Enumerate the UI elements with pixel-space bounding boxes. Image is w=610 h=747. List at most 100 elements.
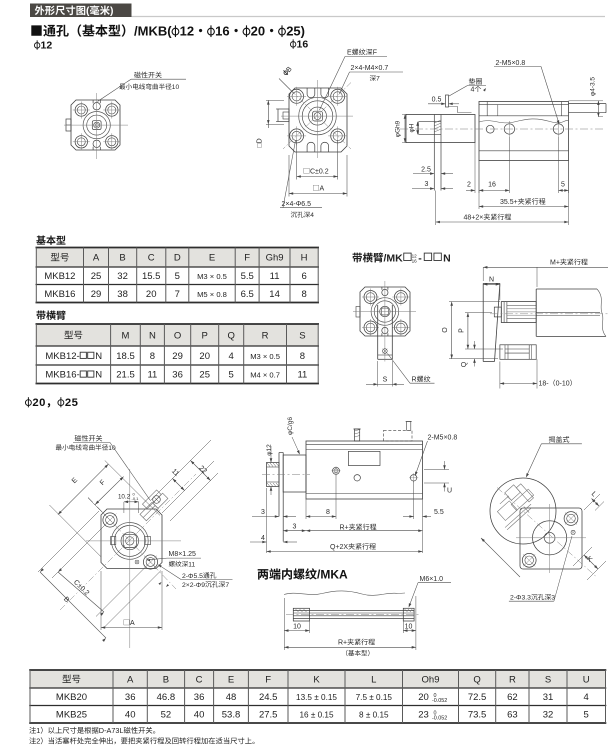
svg-text:22: 22 bbox=[197, 465, 208, 476]
svg-text:E: E bbox=[209, 253, 215, 264]
svg-text:M5 × 0.8: M5 × 0.8 bbox=[197, 290, 227, 299]
svg-text:46.8: 46.8 bbox=[157, 692, 176, 703]
svg-text:31: 31 bbox=[543, 692, 554, 703]
svg-text:M4 × 0.7: M4 × 0.7 bbox=[250, 371, 280, 380]
svg-text:10: 10 bbox=[405, 624, 413, 631]
svg-text:N: N bbox=[95, 351, 102, 362]
svg-text:24.5: 24.5 bbox=[259, 692, 278, 703]
svg-text:Gh9: Gh9 bbox=[266, 253, 284, 264]
svg-text:8: 8 bbox=[300, 351, 305, 362]
svg-text:U: U bbox=[583, 674, 590, 685]
svg-text:15.5: 15.5 bbox=[142, 271, 161, 282]
svg-text:11: 11 bbox=[297, 370, 307, 381]
svg-text:/MK: /MK bbox=[384, 253, 404, 265]
svg-text:36: 36 bbox=[172, 370, 183, 381]
svg-text:2×2-Φ9: 2×2-Φ9 bbox=[182, 582, 205, 589]
svg-text:73.5: 73.5 bbox=[468, 710, 487, 721]
svg-text:MKB12-: MKB12- bbox=[45, 351, 79, 362]
svg-text:-0.1: -0.1 bbox=[132, 496, 140, 501]
svg-text:11: 11 bbox=[188, 561, 195, 568]
svg-text:6.5: 6.5 bbox=[241, 289, 254, 300]
svg-text:MKB25: MKB25 bbox=[56, 710, 87, 721]
svg-text:4: 4 bbox=[471, 87, 475, 94]
svg-text:11: 11 bbox=[147, 370, 157, 381]
svg-text:P: P bbox=[459, 328, 466, 333]
svg-text:K: K bbox=[313, 674, 320, 685]
svg-text:R: R bbox=[412, 377, 417, 384]
svg-text:MKB16: MKB16 bbox=[44, 289, 75, 300]
svg-text:5: 5 bbox=[229, 370, 234, 381]
svg-text:0-10: 0-10 bbox=[556, 381, 570, 388]
svg-text:N: N bbox=[149, 330, 156, 341]
svg-text:F: F bbox=[373, 50, 377, 57]
svg-text:F: F bbox=[244, 253, 250, 264]
svg-text:25: 25 bbox=[199, 370, 210, 381]
svg-text:18-: 18- bbox=[539, 381, 550, 388]
svg-text:8: 8 bbox=[150, 351, 155, 362]
svg-text:L: L bbox=[371, 674, 376, 685]
svg-text:K: K bbox=[585, 555, 593, 563]
svg-text:N: N bbox=[95, 370, 102, 381]
svg-text:/MKA: /MKA bbox=[317, 568, 348, 582]
svg-text:10.2: 10.2 bbox=[118, 493, 131, 500]
svg-text:3: 3 bbox=[425, 181, 429, 188]
svg-text:20: 20 bbox=[32, 397, 45, 409]
svg-text:7.5 ± 0.15: 7.5 ± 0.15 bbox=[356, 693, 393, 702]
svg-text:29: 29 bbox=[172, 351, 183, 362]
svg-text:12: 12 bbox=[180, 24, 194, 39]
svg-text:E: E bbox=[347, 50, 352, 57]
svg-text:5: 5 bbox=[584, 710, 589, 721]
svg-text:36: 36 bbox=[125, 692, 136, 703]
svg-text:2-Φ5.5: 2-Φ5.5 bbox=[182, 573, 203, 580]
svg-text:M3 × 0.5: M3 × 0.5 bbox=[197, 272, 227, 281]
svg-text:Q: Q bbox=[228, 330, 235, 341]
svg-text:53.8: 53.8 bbox=[222, 710, 241, 721]
svg-text:D: D bbox=[174, 253, 181, 264]
svg-text:L: L bbox=[590, 491, 598, 499]
svg-text:U: U bbox=[447, 488, 452, 495]
svg-text:5: 5 bbox=[175, 271, 180, 282]
svg-text:48: 48 bbox=[226, 692, 237, 703]
svg-text:B: B bbox=[163, 674, 169, 685]
svg-text:25): 25) bbox=[286, 24, 305, 39]
svg-text:12: 12 bbox=[41, 40, 53, 52]
svg-text:Q: Q bbox=[461, 361, 468, 367]
svg-text:φ4-3.5: φ4-3.5 bbox=[590, 77, 597, 96]
svg-text:7: 7 bbox=[376, 76, 380, 83]
svg-text:N: N bbox=[443, 253, 451, 265]
svg-text:MKB12: MKB12 bbox=[44, 271, 75, 282]
svg-text:P: P bbox=[202, 330, 208, 341]
svg-text:-0.052: -0.052 bbox=[432, 698, 447, 704]
svg-text:20: 20 bbox=[199, 351, 210, 362]
svg-text:10: 10 bbox=[108, 445, 116, 452]
svg-text:MKB16-: MKB16- bbox=[45, 370, 79, 381]
svg-text:40: 40 bbox=[125, 710, 136, 721]
svg-text:R+: R+ bbox=[340, 525, 349, 532]
svg-text:E: E bbox=[228, 674, 234, 685]
svg-text:2: 2 bbox=[467, 182, 471, 189]
svg-text:4: 4 bbox=[261, 535, 265, 542]
svg-text:2-M5×0.8: 2-M5×0.8 bbox=[496, 60, 526, 67]
svg-text:2-M5×0.8: 2-M5×0.8 bbox=[428, 435, 458, 442]
svg-text:21.5: 21.5 bbox=[116, 370, 135, 381]
svg-text:F: F bbox=[99, 479, 107, 487]
svg-text:16 ± 0.15: 16 ± 0.15 bbox=[299, 711, 334, 720]
svg-text:72.5: 72.5 bbox=[468, 692, 487, 703]
svg-text:4: 4 bbox=[310, 212, 314, 219]
svg-text:Q+2X: Q+2X bbox=[330, 544, 348, 551]
svg-text:Oh9: Oh9 bbox=[422, 674, 440, 685]
svg-text:7: 7 bbox=[225, 582, 229, 589]
svg-text:O: O bbox=[442, 327, 449, 333]
svg-text:10: 10 bbox=[172, 84, 180, 91]
svg-text:C±0.2: C±0.2 bbox=[72, 579, 90, 597]
svg-text:3: 3 bbox=[293, 524, 297, 531]
svg-text:4: 4 bbox=[229, 351, 234, 362]
svg-text:20: 20 bbox=[146, 289, 157, 300]
svg-text:A: A bbox=[93, 253, 100, 264]
svg-text:8: 8 bbox=[326, 509, 330, 516]
svg-text:B: B bbox=[62, 596, 70, 604]
svg-text:12: 12 bbox=[412, 254, 418, 259]
svg-text:MKB20: MKB20 bbox=[56, 692, 87, 703]
svg-text:14: 14 bbox=[269, 289, 280, 300]
svg-text:φGh9: φGh9 bbox=[395, 120, 402, 137]
